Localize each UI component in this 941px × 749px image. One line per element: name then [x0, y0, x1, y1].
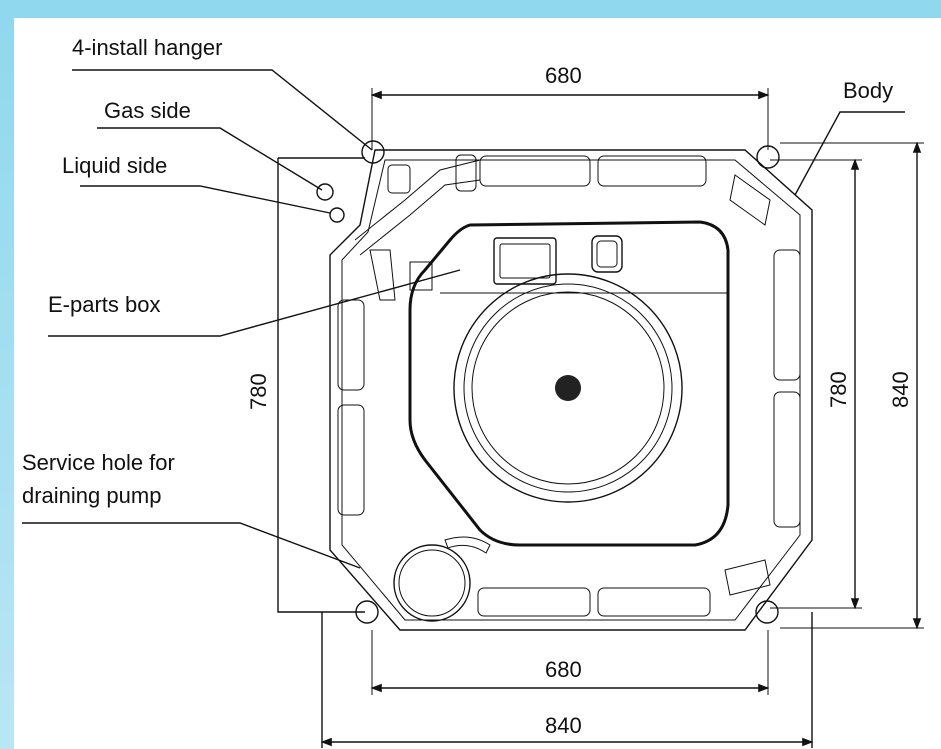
unit-body — [329, 149, 813, 631]
gas-connector-icon — [316, 183, 334, 201]
drain-pump — [393, 536, 491, 622]
drawing-paper — [14, 18, 941, 749]
e-parts-box — [493, 235, 623, 285]
grille-slots — [337, 154, 801, 617]
dimension-lines — [320, 88, 924, 747]
label-liquid-side: Liquid side — [62, 153, 167, 178]
dim-right-outer-height: 840 — [888, 371, 913, 408]
dim-top-width: 680 — [545, 63, 582, 88]
label-body: Body — [843, 78, 893, 103]
label-e-parts-box: E-parts box — [48, 292, 161, 317]
label-service-hole-line1: Service hole for — [22, 450, 175, 475]
dim-bottom-inner-width: 680 — [545, 657, 582, 682]
hanger-bottom-right-icon — [755, 600, 779, 624]
piping — [354, 159, 481, 301]
hanger-top-left-icon — [361, 140, 385, 164]
liquid-connector-icon — [329, 207, 345, 223]
label-gas-side: Gas side — [104, 98, 191, 123]
outer-outline — [277, 157, 813, 748]
label-install-hanger: 4-install hanger — [72, 35, 222, 60]
dim-bottom-outer-width: 840 — [545, 713, 582, 738]
leader-lines — [22, 69, 905, 569]
dim-left-height: 780 — [246, 373, 271, 410]
label-service-hole-line2: draining pump — [22, 483, 161, 508]
fan-assembly — [453, 273, 683, 503]
install-hangers — [316, 140, 780, 624]
fan-hub-icon — [555, 375, 581, 401]
hanger-bottom-left-icon — [355, 600, 379, 624]
dim-right-inner-height: 780 — [826, 371, 851, 408]
